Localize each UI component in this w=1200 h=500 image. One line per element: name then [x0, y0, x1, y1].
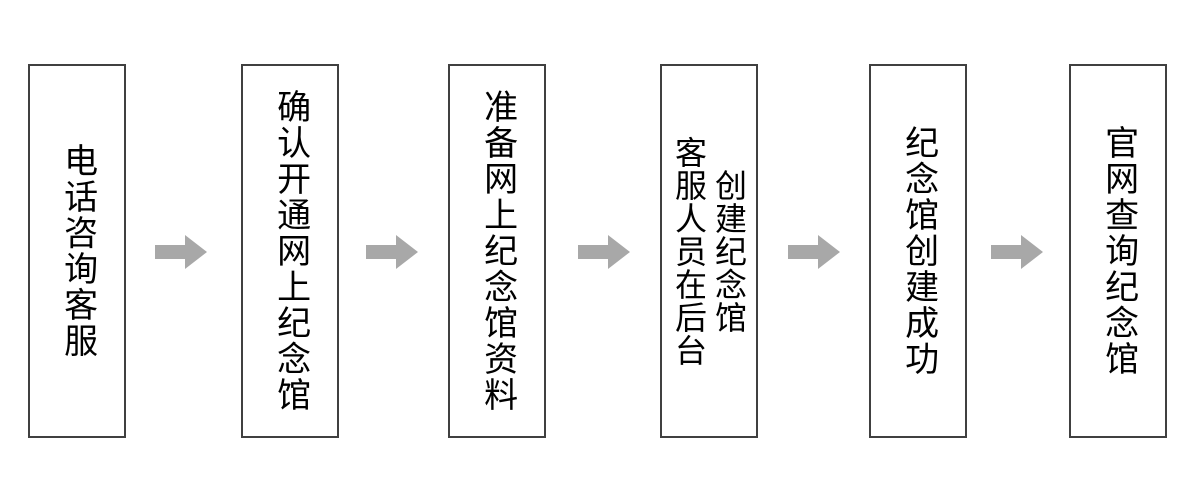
- flow-arrow-right-icon: [991, 232, 1043, 272]
- flow-arrow-right-icon: [578, 232, 630, 272]
- flow-node-label: 纪念馆创建成功: [898, 125, 939, 377]
- flow-node-confirm-open-online-memorial-hall[interactable]: 确认开通网上纪念馆: [241, 64, 339, 438]
- flow-arrow-right-icon: [788, 232, 840, 272]
- flow-node-query-memorial-hall-on-official-site[interactable]: 官网查询纪念馆: [1069, 64, 1167, 438]
- flow-node-label-column-1: 客服人员在后台: [670, 135, 708, 367]
- flow-node-label: 电话咨询客服: [57, 143, 98, 359]
- flow-arrow-right-icon: [155, 232, 207, 272]
- flow-node-staff-create-memorial-hall-in-backend[interactable]: 客服人员在后台 创建纪念馆: [660, 64, 758, 438]
- flow-arrow-right-icon: [366, 232, 418, 272]
- flow-node-prepare-online-memorial-hall-materials[interactable]: 准备网上纪念馆资料: [448, 64, 546, 438]
- flow-node-label-column-2: 创建纪念馆: [710, 168, 748, 334]
- flow-node-label: 官网查询纪念馆: [1098, 125, 1139, 377]
- flow-node-memorial-hall-created-successfully[interactable]: 纪念馆创建成功: [869, 64, 967, 438]
- flow-node-label: 确认开通网上纪念馆: [270, 89, 311, 413]
- flow-node-label: 准备网上纪念馆资料: [477, 89, 518, 413]
- flow-node-telephone-consult-customer-service[interactable]: 电话咨询客服: [28, 64, 126, 438]
